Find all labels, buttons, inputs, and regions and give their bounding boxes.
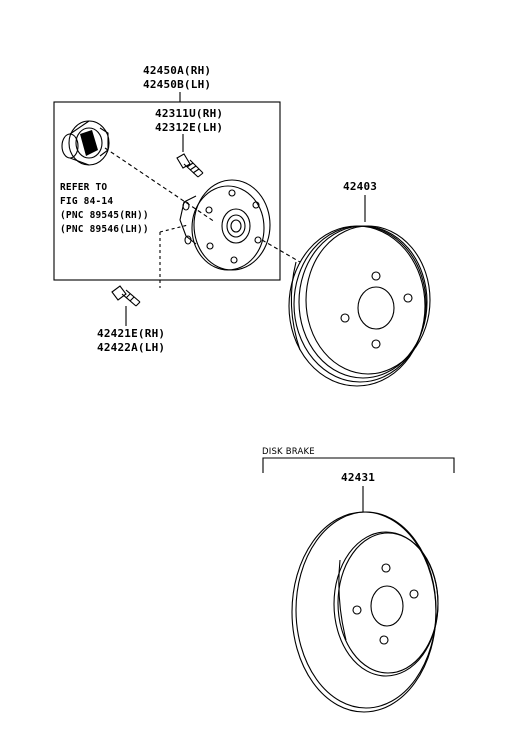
dash-bearing-to-hub [104,147,216,223]
brake-drum-part [288,225,431,387]
label-hub-bolt-rh: 42311U(RH) [155,107,224,120]
dash-bolt-to-hub [159,224,189,233]
label-hub-bolt-lh: 42312E(LH) [155,121,224,134]
label-refer-line4: (PNC 89546(LH)) [60,224,149,235]
brake-disc-part [291,511,439,713]
label-refer-line2: FIG 84-14 [60,196,114,207]
hub-assembly-box [53,101,281,281]
hub-bolt-part [176,153,204,178]
label-hub-assy-rh: 42450A(RH) [143,64,212,77]
label-drum: 42403 [343,180,378,193]
label-refer-line3: (PNC 89545(RH)) [60,210,149,221]
bolt-part [111,285,141,307]
label-disc: 42431 [341,471,376,484]
disk-brake-bracket [262,457,455,473]
label-disk-brake-title: DISK BRAKE [262,447,315,457]
dash-hub-to-drum [261,239,301,263]
label-bolt-lh: 42422A(LH) [97,341,166,354]
label-refer-line1: REFER TO [60,182,108,193]
bearing-part [61,120,110,166]
hub-flange-part [179,179,271,271]
label-bolt-rh: 42421E(RH) [97,327,166,340]
label-hub-assy-lh: 42450B(LH) [143,78,212,91]
